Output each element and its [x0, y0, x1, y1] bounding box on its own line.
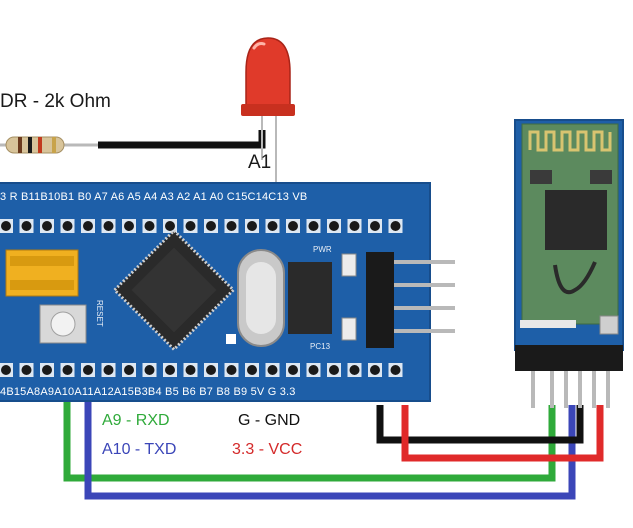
legend-vcc: 3.3 - VCC — [232, 441, 303, 458]
header-pin — [62, 365, 73, 375]
reset-silkscreen: RESET — [95, 300, 104, 327]
wire-red-vcc — [401, 405, 604, 462]
crystal — [237, 249, 285, 347]
legend-gnd: G - GND — [238, 412, 301, 429]
header-pin — [226, 221, 237, 231]
header-pin — [124, 365, 134, 375]
header-pin — [165, 365, 175, 375]
header-pin — [144, 365, 155, 375]
header-pin — [206, 365, 216, 375]
header-pin — [42, 221, 52, 231]
header-pin — [288, 221, 298, 231]
header-pin — [370, 365, 380, 375]
header-pin — [226, 365, 237, 375]
header-pin — [349, 365, 360, 375]
header-pin — [267, 221, 278, 231]
stm32-board — [0, 182, 455, 402]
header-pin — [370, 221, 380, 231]
header-pin — [308, 365, 319, 375]
bottom-pin-header — [0, 363, 403, 377]
header-pin — [62, 221, 73, 231]
header-pin — [349, 221, 360, 231]
header-pin — [267, 365, 278, 375]
pc13-silkscreen: PC13 — [310, 342, 331, 351]
header-pin — [124, 221, 134, 231]
antenna-trace — [528, 130, 612, 152]
header-pin — [83, 221, 93, 231]
header-pin — [206, 221, 216, 231]
header-pin — [21, 221, 32, 231]
led — [241, 37, 295, 185]
header-pin — [83, 365, 93, 375]
header-pin — [247, 365, 257, 375]
voltage-regulator — [288, 262, 332, 334]
header-pin — [390, 221, 401, 231]
resistor-label: DR - 2k Ohm — [0, 91, 111, 112]
resistor — [5, 136, 65, 154]
header-pin — [165, 221, 175, 231]
bt-chip — [545, 190, 607, 250]
header-pin — [329, 365, 339, 375]
swd-header — [366, 252, 455, 348]
header-pin — [247, 221, 257, 231]
header-pin — [329, 221, 339, 231]
pwr-silkscreen: PWR — [313, 245, 332, 254]
mcu-chip — [112, 228, 236, 352]
header-pin — [1, 365, 11, 375]
legend-txd: A10 - TXD — [102, 441, 177, 458]
header-pin — [288, 365, 298, 375]
wire-blue-txd — [84, 400, 576, 500]
wire-black-gnd — [376, 405, 584, 444]
header-pin — [21, 365, 32, 375]
header-pin — [308, 221, 319, 231]
top-pin-labels: 3 R B11B10B1 B0 A7 A6 A5 A4 A3 A2 A1 A0 … — [0, 191, 308, 203]
header-pin — [103, 221, 114, 231]
legend-rxd: A9 - RXD — [102, 412, 170, 429]
reset-button — [39, 304, 87, 344]
header-pin — [42, 365, 52, 375]
header-pin — [390, 365, 401, 375]
header-pin — [144, 221, 155, 231]
header-pin — [185, 365, 196, 375]
top-pin-header — [0, 219, 403, 233]
header-pin — [103, 365, 114, 375]
led-pin-label: A1 — [248, 152, 272, 173]
header-pin — [1, 221, 11, 231]
wire-black-led — [98, 130, 266, 149]
hc05-module — [514, 119, 624, 408]
header-pin — [185, 221, 196, 231]
bottom-pin-labels: 4B15A8A9A10A11A12A15B3B4 B5 B6 B7 B8 B9 … — [0, 386, 296, 398]
